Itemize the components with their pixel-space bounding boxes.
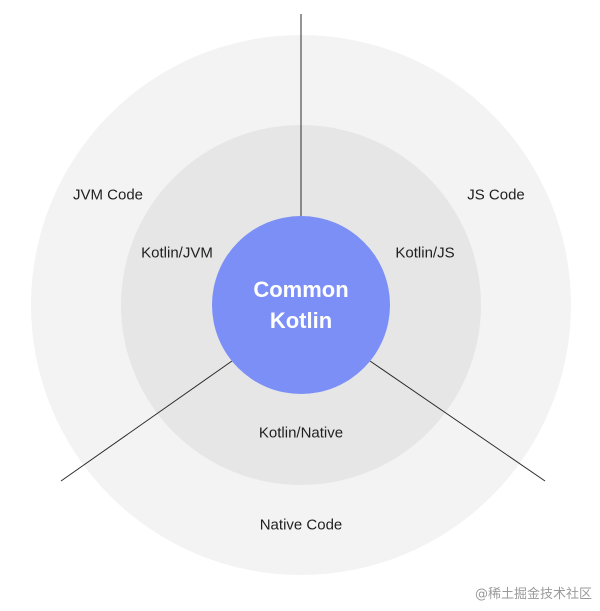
divider-left [60, 360, 233, 482]
core-label-line-2: Kotlin [269, 308, 333, 333]
inner-label-js: Kotlin/JS [395, 244, 455, 262]
outer-label-native: Native Code [259, 516, 343, 534]
watermark: @稀土掘金技术社区 [474, 587, 592, 602]
inner-label-native: Kotlin/Native [258, 424, 344, 442]
outer-label-jvm: JVM Code [72, 186, 144, 204]
core-label: Common Kotlin [253, 274, 348, 336]
outer-label-js: JS Code [467, 186, 525, 204]
common-kotlin-core [212, 216, 390, 394]
inner-label-jvm: Kotlin/JVM [141, 244, 213, 262]
core-label-line-1: Common [253, 277, 349, 302]
divider-right [369, 360, 546, 482]
